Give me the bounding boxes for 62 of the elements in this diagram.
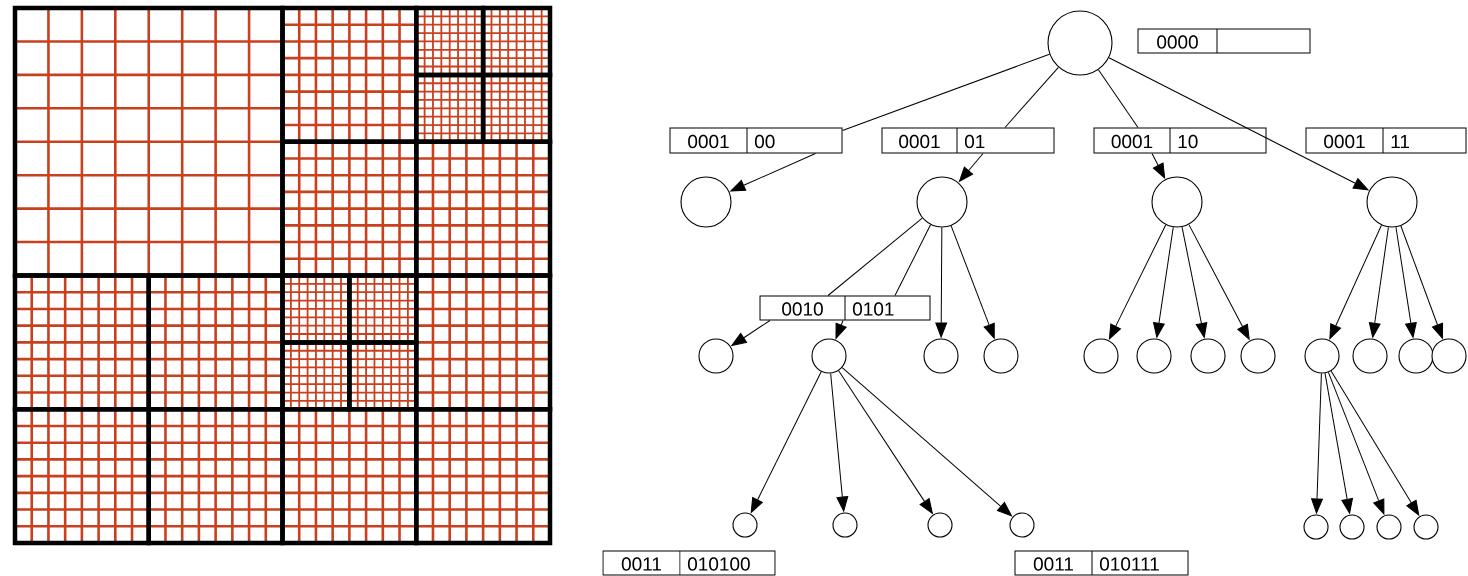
connector-line xyxy=(894,224,932,296)
tree-node-circle xyxy=(923,338,959,374)
code-box: 0000 xyxy=(1137,28,1311,54)
tree-node-circle xyxy=(1240,338,1276,374)
code-box: 0010 0101 xyxy=(759,295,931,321)
tree-node-circle xyxy=(1190,338,1226,374)
tree-node-circle xyxy=(1431,338,1467,374)
tree-node-circle xyxy=(1339,514,1365,540)
arrow xyxy=(1108,57,1369,191)
arrow xyxy=(1330,370,1420,516)
arrow xyxy=(835,320,847,339)
connector-line xyxy=(1097,69,1139,128)
tree-node-circle xyxy=(1366,176,1418,228)
code-box: 0001 10 xyxy=(1093,127,1267,154)
arrow xyxy=(838,370,933,514)
arrow xyxy=(935,227,948,338)
arrow xyxy=(1395,226,1417,338)
tree-node-circle xyxy=(1304,338,1340,374)
tree-node-circle xyxy=(698,338,734,374)
arrow xyxy=(1108,224,1167,340)
tree-node-circle xyxy=(916,176,968,228)
arrow xyxy=(841,367,1012,517)
arrow xyxy=(1327,371,1385,515)
arrow xyxy=(750,371,822,513)
arrow xyxy=(1311,373,1323,514)
tree-node-circle xyxy=(927,512,953,538)
tree-node-circle xyxy=(1151,176,1203,228)
arrow xyxy=(830,373,849,512)
tree-node-circle xyxy=(1376,514,1402,540)
code-box: 0001 00 xyxy=(669,127,843,154)
code-box: 0001 11 xyxy=(1305,127,1467,154)
arrow xyxy=(730,153,816,192)
connector-line xyxy=(1004,66,1059,128)
arrow xyxy=(731,320,771,347)
tree-node-circle xyxy=(811,338,847,374)
arrow xyxy=(1324,372,1353,514)
arrow xyxy=(950,225,995,339)
arrow xyxy=(1188,224,1250,340)
tree-node-circle xyxy=(1083,338,1119,374)
tree-node-circle xyxy=(1047,10,1113,76)
arrow xyxy=(958,153,984,182)
tree-node-circle xyxy=(1303,514,1329,540)
arrow xyxy=(1153,226,1174,338)
arrow xyxy=(1368,226,1389,338)
code-box: 0001 01 xyxy=(881,127,1055,154)
tree-node-circle xyxy=(1413,514,1439,540)
arrow xyxy=(1400,225,1444,339)
tree-node-circle xyxy=(1398,338,1434,374)
arrow xyxy=(1151,153,1166,179)
tree-node-circle xyxy=(1352,338,1388,374)
connector-line xyxy=(827,217,923,296)
tree-node-circle xyxy=(732,512,758,538)
connector-line xyxy=(842,53,1050,131)
tree-node-circle xyxy=(1136,338,1172,374)
tree-node-circle xyxy=(832,512,858,538)
tree-node-circle xyxy=(983,338,1019,374)
arrow xyxy=(1329,224,1382,340)
tree-node-circle xyxy=(680,176,732,228)
code-box: 0011 010100 xyxy=(602,550,776,576)
tree-node-circle xyxy=(1009,512,1035,538)
arrow xyxy=(1181,226,1208,338)
code-box: 0011 010111 xyxy=(1014,550,1189,576)
